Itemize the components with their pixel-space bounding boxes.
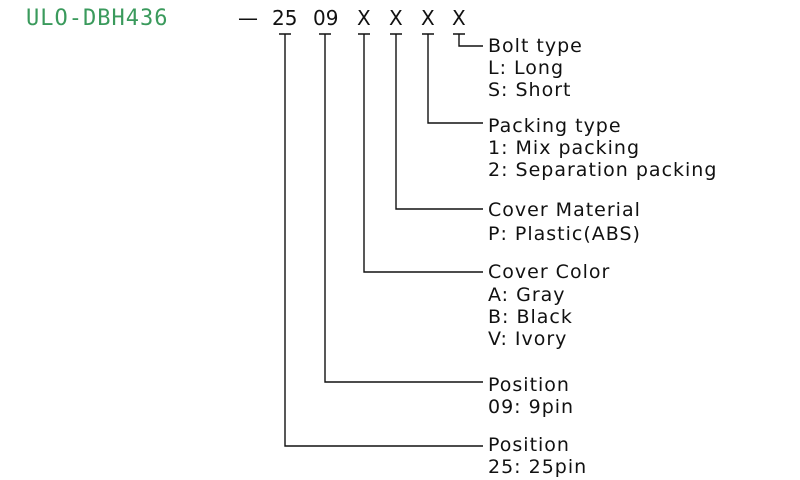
- option-material-plastic: P: Plastic(ABS): [488, 223, 641, 245]
- part-number-dash: —: [238, 6, 258, 30]
- code-cover-color: X: [357, 6, 371, 30]
- option-bolt-long: L: Long: [488, 57, 565, 79]
- group-title-packing-type: Packing type: [488, 115, 622, 137]
- group-title-cover-material: Cover Material: [488, 199, 641, 221]
- group-title-cover-color: Cover Color: [488, 261, 611, 283]
- option-packing-separation: 2: Separation packing: [488, 159, 718, 181]
- group-title-position-09: Position: [488, 374, 570, 396]
- leader-position-09: [324, 34, 483, 383]
- part-number-prefix: ULO-DBH436: [26, 6, 169, 31]
- leader-packing-type: [427, 34, 483, 124]
- option-position-9pin: 09: 9pin: [488, 396, 575, 418]
- option-position-25pin: 25: 25pin: [488, 456, 588, 478]
- code-position-25: 25: [272, 6, 298, 30]
- leader-position-25: [284, 34, 483, 447]
- group-title-position-25: Position: [488, 434, 570, 456]
- code-packing-type: X: [421, 6, 435, 30]
- leader-bolt-type: [458, 34, 483, 47]
- leader-cover-material: [395, 34, 483, 210]
- code-position-09: 09: [313, 6, 339, 30]
- option-color-ivory: V: Ivory: [488, 328, 568, 350]
- option-color-black: B: Black: [488, 306, 573, 328]
- code-cover-material: X: [389, 6, 403, 30]
- leader-cover-color: [363, 34, 483, 273]
- option-packing-mix: 1: Mix packing: [488, 137, 641, 159]
- option-bolt-short: S: Short: [488, 79, 572, 101]
- option-color-gray: A: Gray: [488, 284, 566, 306]
- group-title-bolt-type: Bolt type: [488, 35, 583, 57]
- code-bolt-type: X: [452, 6, 466, 30]
